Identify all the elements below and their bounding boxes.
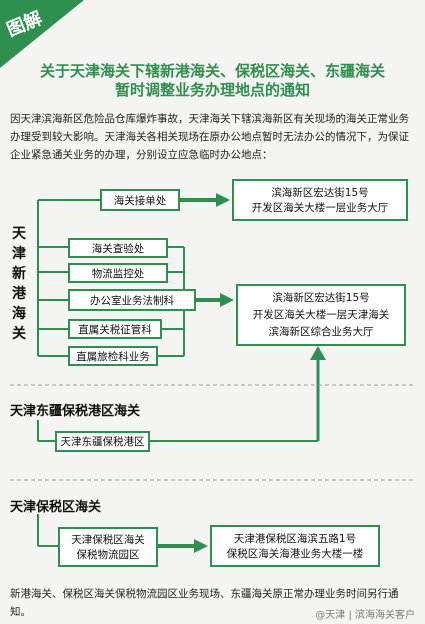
box-baoshui: 天津保税区海关 保税物流园区: [58, 527, 158, 567]
watermark: @天津 | 滨海海关客户: [315, 610, 415, 621]
dest-mid: 滨海新区宏达街15号 开发区海关大楼一层天津海关 滨海新区综合业务大厅: [236, 284, 406, 346]
xingang-label: 天 津 新 港 海 关: [12, 226, 26, 342]
title-line-2: 暂时调整业务办理地点的通知: [114, 81, 310, 99]
page-title: 关于天津海关下辖新港海关、保税区海关、东疆海关 暂时调整业务办理地点的通知: [40, 62, 385, 100]
dest-baoshui: 天津港保税区海滨五路1号 保税区海关海港业务大楼一楼: [210, 525, 380, 567]
badge-ribbon: [0, 0, 84, 68]
box-passenger: 直属旅检科业务: [68, 346, 158, 366]
title-line-1: 关于天津海关下辖新港海关、保税区海关、东疆海关: [40, 62, 386, 80]
box-tariff: 直属关税征管科: [68, 319, 162, 339]
dongjiang-label: 天津东疆保税港区海关: [10, 404, 141, 419]
footer-note: 新港海关、保税区海关保税物流园区业务现场、东疆海关原正常办理业务时间另行通知。: [10, 588, 399, 618]
box-logistics: 物流监控处: [68, 263, 168, 283]
intro-paragraph: 因天津滨海新区危险品仓库爆炸事故，天津海关下辖滨海新区有关现场的海关正常业务办理…: [10, 113, 409, 161]
dest-top: 滨海新区宏达街15号 开发区海关大楼一层业务大厅: [232, 179, 408, 221]
box-inspection: 海关查验处: [68, 238, 168, 258]
box-dongjiang: 天津东疆保税港区: [55, 431, 150, 452]
box-office-legal: 办公室业务法制科: [68, 289, 196, 311]
baoshui-label: 天津保税区海关: [10, 500, 102, 515]
box-customs-receiving: 海关接单处: [100, 189, 180, 211]
